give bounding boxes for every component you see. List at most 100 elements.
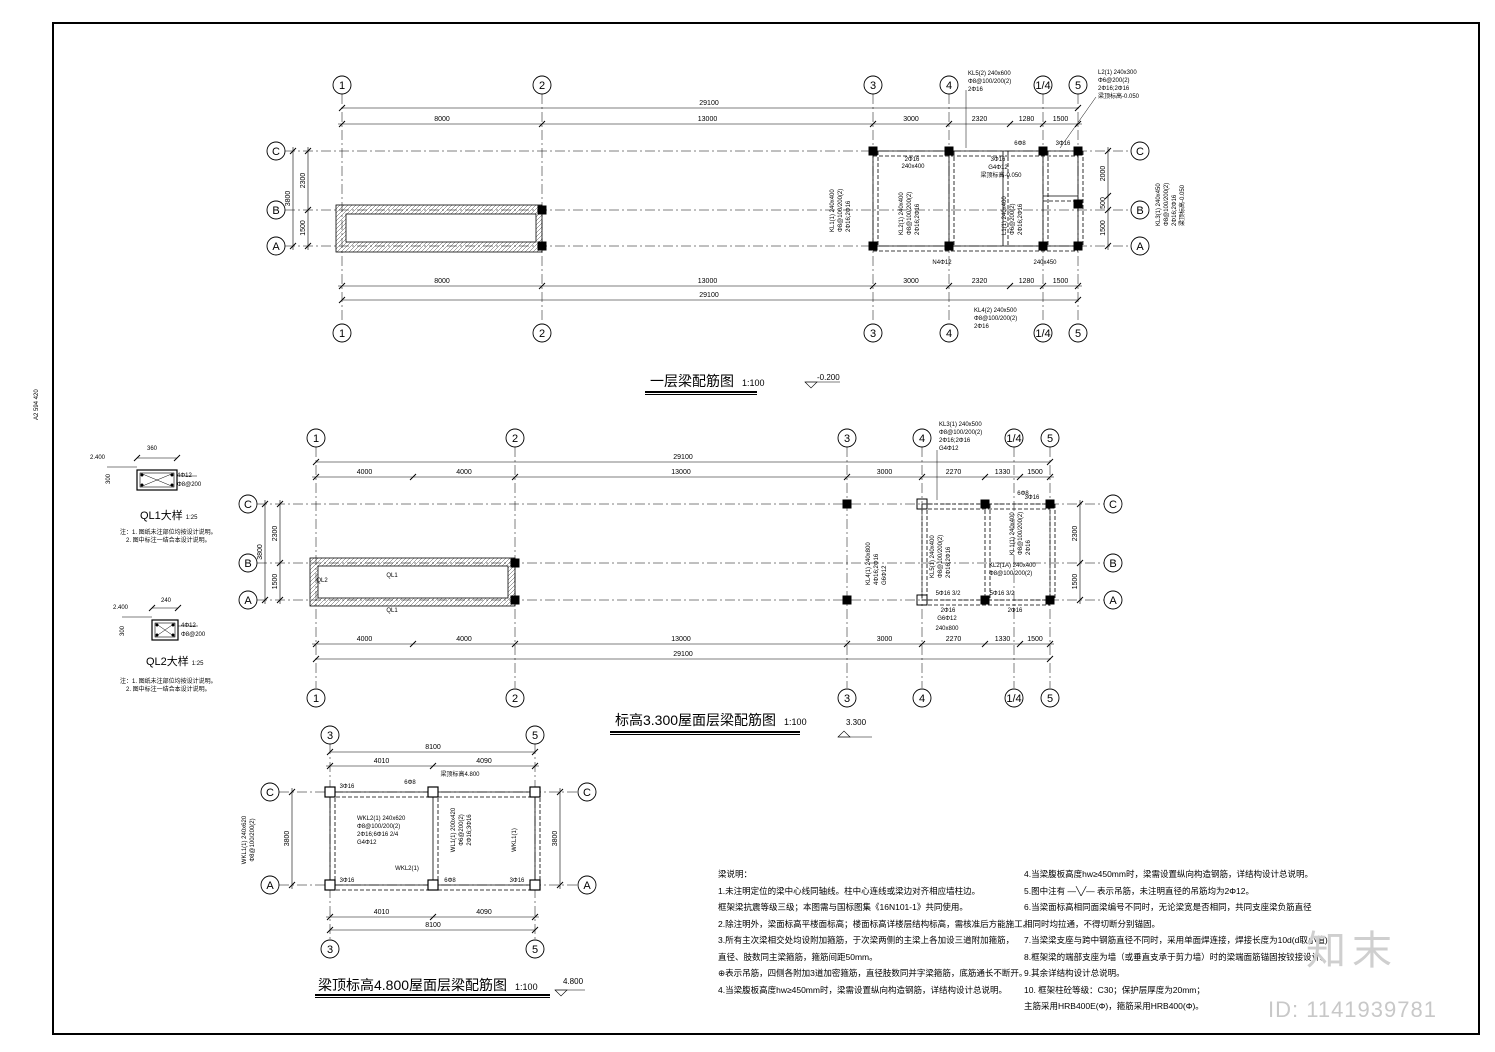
axis-bubble (577, 782, 597, 802)
axis-label: 3 (870, 328, 876, 340)
column (510, 595, 520, 605)
hatch (335, 204, 341, 210)
label: QL1 (386, 608, 398, 614)
rebar-dot (171, 633, 175, 637)
axis-label: 2 (512, 693, 518, 705)
dimension-value: 3800 (552, 831, 559, 847)
dim-tick (556, 881, 564, 889)
label: 梁顶标高-0.050 (980, 171, 1022, 179)
dim-tick (326, 762, 334, 770)
column (1073, 199, 1083, 209)
note-line: 5.图中注有 —╲╱— 表示吊筋，未注明直径的吊筋均为2Φ12。 (1024, 885, 1255, 896)
dimension-value: 8000 (434, 278, 450, 285)
hatch (513, 604, 516, 607)
section-outline (151, 619, 179, 641)
label: 2Φ16;2Φ16 (1098, 86, 1130, 92)
axis-label: B (1136, 205, 1143, 217)
ql2-height: 300 (120, 625, 127, 637)
dim-tick (312, 473, 320, 481)
dim-tick (843, 640, 851, 648)
column (529, 879, 541, 891)
label: 5Φ16 3/2 (990, 591, 1015, 597)
dimension-value: 1500 (1027, 636, 1043, 643)
title-underline (645, 394, 757, 395)
axis-label: 5 (532, 944, 538, 956)
label: 2Φ16 (1026, 540, 1032, 555)
column (916, 498, 928, 510)
dimension-value: 1500 (300, 220, 307, 236)
dim-tick (1016, 640, 1024, 648)
ql2-level: 2.400 (113, 605, 129, 611)
axis-label: A (272, 241, 280, 253)
column (1073, 241, 1083, 251)
dim-tick (288, 881, 296, 889)
dimension-value: 1330 (995, 469, 1011, 476)
axis-label: 1 (339, 328, 345, 340)
third-level: 4.800 (563, 977, 584, 986)
dimension-value: 3000 (877, 469, 893, 476)
ql1-note-1: 注：1. 图纸未注部位均按设计说明。 (120, 530, 217, 536)
dimension-value: 4090 (476, 909, 492, 916)
note-line: 1.未注明定位的梁中心线同轴线。柱中心连线或梁边对齐相应墙柱边。 (718, 885, 981, 896)
label: KL4(1) 240x800 (866, 542, 872, 585)
axis-label: 1 (313, 693, 319, 705)
dim-tick (538, 120, 546, 128)
axis-label: 3 (870, 80, 876, 92)
column (1073, 146, 1083, 156)
column (427, 786, 439, 798)
axis-label: C (266, 787, 274, 799)
dimension-value: 1280 (1019, 116, 1035, 123)
dim-tick (945, 282, 953, 290)
dim-tick (1076, 559, 1084, 567)
note-line: 主筋采用HRB400E(Φ)，箍筋采用HRB400(Φ)。 (1024, 1001, 1204, 1011)
column (842, 499, 852, 509)
dimension-value: 4090 (476, 758, 492, 765)
axis-label: 2 (539, 328, 545, 340)
axis-bubble (939, 323, 959, 343)
label: 8100 (425, 744, 441, 751)
label: G4Φ12 (357, 840, 377, 846)
label: Φ6@200(2) (459, 814, 465, 846)
dimension-value: 13000 (671, 469, 691, 476)
label: 2Φ16;2Φ16 (846, 200, 852, 232)
title-underline (315, 997, 550, 998)
dimension-value: 2270 (946, 469, 962, 476)
label: Φ8@100/200(2) (357, 824, 400, 830)
label: 3Φ16 (510, 878, 525, 884)
axis-label: 1/4 (1035, 328, 1050, 340)
axis-label: B (244, 558, 251, 570)
axis-label: A (583, 880, 591, 892)
dim-tick (918, 473, 926, 481)
label: Φ6@200(2) (1010, 203, 1016, 235)
label: Φ8@100/200(2) (939, 430, 982, 436)
label: 2Φ16;3Φ16 (467, 814, 473, 846)
axis-label: C (1136, 146, 1144, 158)
axis-label: 4 (946, 328, 952, 340)
dimension-value: 4010 (374, 758, 390, 765)
dim-tick (289, 147, 297, 155)
label: 3Φ16 (991, 157, 1006, 163)
dimension-value: 2300 (1072, 526, 1079, 542)
label: Φ8@100/200(2) (974, 316, 1017, 322)
dim-tick (1039, 282, 1047, 290)
dim-tick (1104, 192, 1112, 200)
label: 2Φ16;2Φ16 (1018, 203, 1024, 235)
dimension-value: 3800 (284, 831, 291, 847)
label: 6Φ8 (1014, 141, 1026, 147)
note-line: 2.除注明外，梁面标高平楼面标高；楼面标高详楼层结构标高，需核准后方能施工。 (718, 918, 1032, 929)
dimension-value: 500 (1100, 197, 1107, 209)
axis-label: 1/4 (1006, 433, 1021, 445)
axis-bubble (306, 688, 326, 708)
rebar-dot (171, 623, 175, 627)
dim-tick (429, 762, 437, 770)
dim-tick (1046, 458, 1054, 466)
label: 6Φ8 (1017, 491, 1029, 497)
label: Φ8@100/200(2) (250, 818, 256, 861)
axis-label: 4 (919, 693, 925, 705)
dim-tick (326, 748, 334, 756)
axis-label: 1 (313, 433, 319, 445)
axis-bubble (1004, 688, 1024, 708)
dim-tick (531, 926, 539, 934)
dimension-value: 13000 (698, 278, 718, 285)
